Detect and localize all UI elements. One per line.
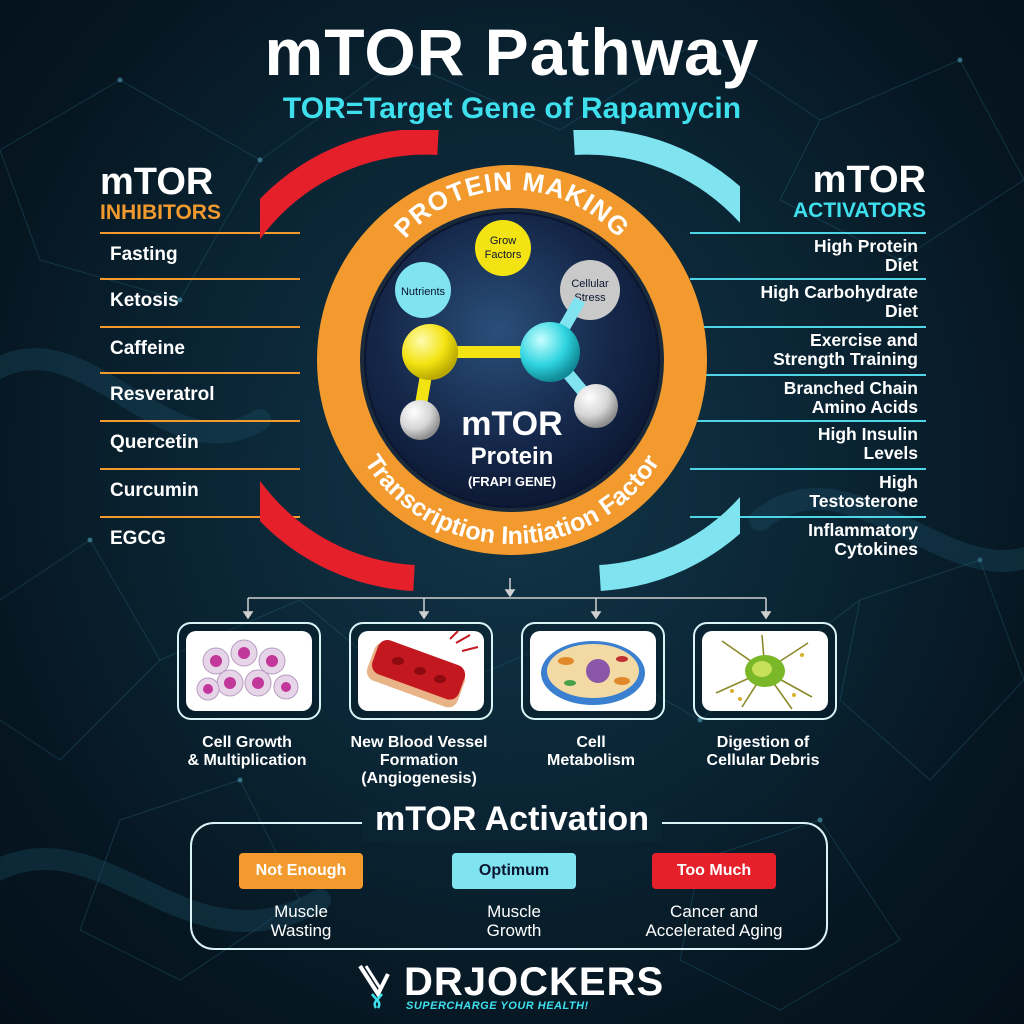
level-not-enough-badge: Not Enough: [239, 853, 363, 889]
grow-factors-label-1: Grow: [490, 235, 516, 247]
outcome-card-cell-growth: [177, 622, 321, 720]
activator-item: High Carbohydrate Diet: [690, 278, 926, 326]
brand-logo: DRJOCKERS SUPERCHARGE YOUR HEALTH!: [354, 960, 664, 1016]
grow-factors-label-2: Factors: [485, 249, 522, 261]
outcome-card-debris: [693, 622, 837, 720]
inhibitor-item: Resveratrol: [100, 372, 300, 420]
outcome-label: Digestion of Cellular Debris: [706, 734, 820, 769]
inhibitor-arc: [260, 130, 439, 591]
cellular-stress-label-1: Cellular: [571, 278, 609, 290]
level-too-much-result: Cancer and Accelerated Aging: [645, 902, 783, 940]
dna-logo-icon: [358, 964, 390, 1009]
inhibitor-item: Fasting: [100, 232, 300, 280]
cell-anatomy-icon: [541, 641, 645, 705]
activator-item: High Protein Diet: [690, 232, 926, 280]
activator-item: Inflammatory Cytokines: [690, 516, 926, 564]
nutrients-node: [395, 262, 451, 318]
activators-subheading: ACTIVATORS: [792, 199, 926, 222]
outcome-label: Cell Growth & Multiplication: [187, 734, 307, 769]
grow-factors-node: [475, 220, 531, 276]
activator-item: Branched Chain Amino Acids: [690, 374, 926, 422]
blood-vessel-icon: [366, 631, 479, 708]
mtor-center-diagram: PROTEIN MAKING Transcription Initiation …: [260, 130, 740, 591]
activator-arc: [573, 130, 740, 591]
brand-tagline: SUPERCHARGE YOUR HEALTH!: [406, 1000, 589, 1012]
inhibitors-heading: mTOR: [100, 161, 214, 203]
outcome-card-blood-vessel: [349, 622, 493, 720]
outcome-label: Cell Metabolism: [546, 734, 635, 769]
activation-title-backdrop: [362, 808, 662, 842]
level-too-much-badge: Too Much: [652, 853, 776, 889]
inhibitor-item: EGCG: [100, 516, 300, 564]
nutrients-label: Nutrients: [401, 286, 446, 298]
brand-name: DRJOCKERS: [404, 960, 665, 1004]
activator-item: Exercise and Strength Training: [690, 326, 926, 374]
inhibitor-item: Caffeine: [100, 326, 300, 374]
inhibitor-item: Ketosis: [100, 278, 300, 326]
level-optimum-badge: Optimum: [452, 853, 576, 889]
activators-heading: mTOR: [812, 159, 926, 201]
molecule-icon: [400, 297, 618, 440]
level-not-enough-result: Muscle Wasting: [270, 902, 332, 940]
inhibitors-subheading: INHIBITORS: [100, 201, 221, 224]
inhibitor-item: Quercetin: [100, 420, 300, 468]
cellular-stress-label-2: Stress: [574, 292, 606, 304]
protein-subtitle: Protein: [471, 443, 554, 470]
outcome-card-metabolism: [521, 622, 665, 720]
outcome-label: New Blood Vessel Formation (Angiogenesis…: [350, 734, 488, 787]
activation-title: mTOR Activation: [375, 800, 649, 838]
activator-item: High Insulin Levels: [690, 420, 926, 468]
protein-gene: (FRAPI GENE): [468, 474, 556, 489]
activator-item: High Testosterone: [690, 468, 926, 516]
cell-cluster-icon: [196, 639, 299, 701]
inhibitor-item: Curcumin: [100, 468, 300, 516]
outcome-connectors: [242, 578, 772, 620]
protein-title: mTOR: [461, 405, 562, 443]
page-subtitle: TOR=Target Gene of Rapamycin: [282, 92, 742, 125]
neuron-cell-icon: [715, 634, 813, 710]
page-title: mTOR Pathway: [264, 15, 760, 89]
level-optimum-result: Muscle Growth: [486, 902, 542, 940]
